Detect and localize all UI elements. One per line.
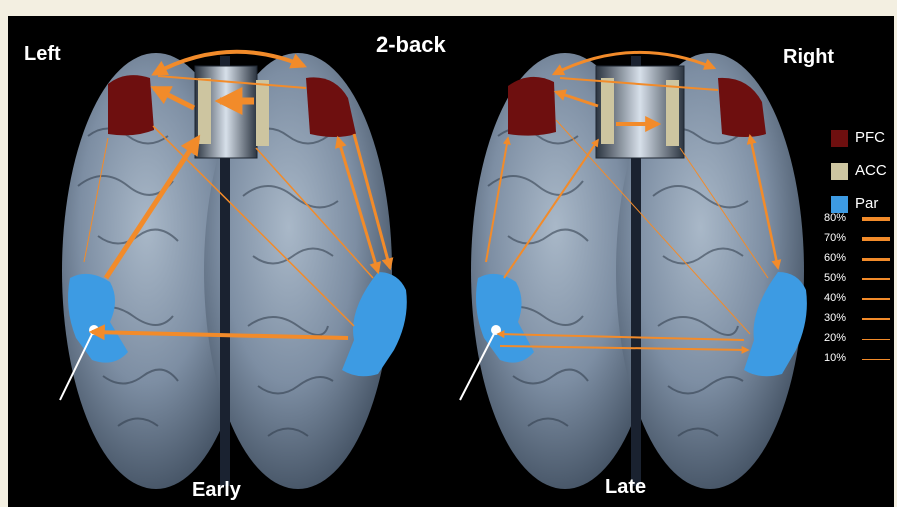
scale-row-10: 10%	[824, 352, 894, 364]
scale-label-30: 30%	[824, 312, 846, 324]
brain-diagram	[8, 16, 894, 507]
hemisphere-left-label: Left	[24, 43, 61, 66]
pfc-region-left-late	[508, 77, 556, 136]
acc-region-left-early	[198, 78, 211, 144]
scale-bar-70	[862, 237, 890, 241]
scale-row-50: 50%	[824, 272, 894, 284]
panel-label-early: Early	[192, 479, 241, 502]
scale-bar-80	[862, 217, 890, 221]
acc-region-right-early	[256, 80, 269, 146]
pfc-region-right-early	[306, 77, 356, 137]
scale-bar-40	[862, 298, 890, 300]
legend-label-par: Par	[855, 195, 878, 212]
scale-row-60: 60%	[824, 252, 894, 264]
scale-row-30: 30%	[824, 312, 894, 324]
scale-label-50: 50%	[824, 272, 846, 284]
panel-label-late: Late	[605, 476, 646, 499]
legend-swatch-acc	[831, 163, 848, 180]
scale-bar-10	[862, 359, 890, 360]
figure-panel: Left 2-back Right Early Late PFC ACC Par…	[8, 16, 894, 507]
scale-label-20: 20%	[824, 332, 846, 344]
brain-late	[460, 52, 807, 489]
scale-bar-30	[862, 318, 890, 320]
figure-title: 2-back	[376, 32, 446, 58]
legend-swatch-pfc	[831, 130, 848, 147]
scale-row-40: 40%	[824, 292, 894, 304]
scale-bar-60	[862, 258, 890, 261]
hemisphere-right-label: Right	[783, 46, 834, 69]
scale-bar-20	[862, 339, 890, 340]
legend-label-acc: ACC	[855, 162, 887, 179]
scale-row-80: 80%	[824, 212, 894, 224]
acc-region-right-late	[666, 80, 679, 146]
scale-label-10: 10%	[824, 352, 846, 364]
scale-row-70: 70%	[824, 232, 894, 244]
pfc-region-left-early	[108, 75, 154, 135]
scale-label-70: 70%	[824, 232, 846, 244]
scale-row-20: 20%	[824, 332, 894, 344]
scale-bar-50	[862, 278, 890, 281]
legend-label-pfc: PFC	[855, 129, 885, 146]
acc-region-left-late	[601, 78, 614, 144]
brain-early	[60, 52, 407, 489]
scale-label-40: 40%	[824, 292, 846, 304]
legend-swatch-par	[831, 196, 848, 213]
scale-label-60: 60%	[824, 252, 846, 264]
scale-label-80: 80%	[824, 212, 846, 224]
